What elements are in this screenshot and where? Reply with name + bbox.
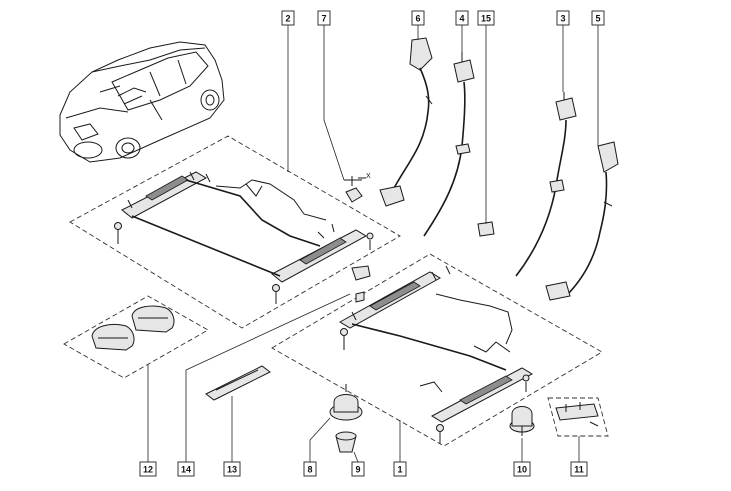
callout-11: 11 xyxy=(570,461,588,477)
left-seat-rail-assembly xyxy=(114,171,374,304)
svg-text:4: 4 xyxy=(459,14,464,24)
seat-covers xyxy=(91,305,175,351)
left-seat-frame-outline xyxy=(69,135,401,329)
callout-13: 13 xyxy=(223,461,241,477)
svg-text:3: 3 xyxy=(560,14,565,24)
seat-covers-outline xyxy=(63,295,209,379)
svg-text:1: 1 xyxy=(397,465,402,475)
svg-text:7: 7 xyxy=(321,14,326,24)
cable-5 xyxy=(545,141,619,301)
callout-3: 3 xyxy=(556,10,570,26)
part-9-bush xyxy=(335,431,357,453)
svg-text:11: 11 xyxy=(574,465,584,475)
svg-text:2: 2 xyxy=(285,14,290,24)
svg-text:15: 15 xyxy=(481,14,491,24)
cable-3 xyxy=(515,92,577,277)
svg-text:12: 12 xyxy=(143,465,153,475)
callout-12: 12 xyxy=(139,461,157,477)
leader-lines xyxy=(147,25,599,463)
callout-4: 4 xyxy=(455,10,469,26)
x-marker-label: X xyxy=(366,173,371,180)
svg-text:8: 8 xyxy=(307,465,312,475)
part-7-nut xyxy=(344,176,366,203)
kit-11-outline xyxy=(547,397,609,437)
callout-10: 10 xyxy=(513,461,531,477)
right-seat-frame-outline xyxy=(271,253,603,447)
part-10-mount xyxy=(509,406,535,436)
part-11-kit xyxy=(555,402,599,427)
part-13-strip xyxy=(205,365,271,401)
part-15-clip xyxy=(477,221,495,237)
callout-9: 9 xyxy=(351,461,365,477)
svg-text:5: 5 xyxy=(595,14,600,24)
part-8-mount xyxy=(329,384,363,421)
svg-text:6: 6 xyxy=(415,14,420,24)
callout-2: 2 xyxy=(281,10,295,26)
callout-7: 7 xyxy=(317,10,331,26)
callout-6: 6 xyxy=(411,10,425,26)
callout-8: 8 xyxy=(303,461,317,477)
cable-6 xyxy=(379,37,433,207)
svg-text:14: 14 xyxy=(181,465,191,475)
callout-5: 5 xyxy=(591,10,605,26)
right-seat-rail-assembly xyxy=(339,265,534,444)
cable-4 xyxy=(423,52,475,237)
callout-1: 1 xyxy=(393,461,407,477)
svg-text:13: 13 xyxy=(227,465,237,475)
car-illustration xyxy=(59,41,225,163)
svg-text:9: 9 xyxy=(355,465,360,475)
svg-text:10: 10 xyxy=(517,465,527,475)
centre-clip xyxy=(351,265,371,303)
callout-15: 15 xyxy=(477,10,495,26)
callout-14: 14 xyxy=(177,461,195,477)
